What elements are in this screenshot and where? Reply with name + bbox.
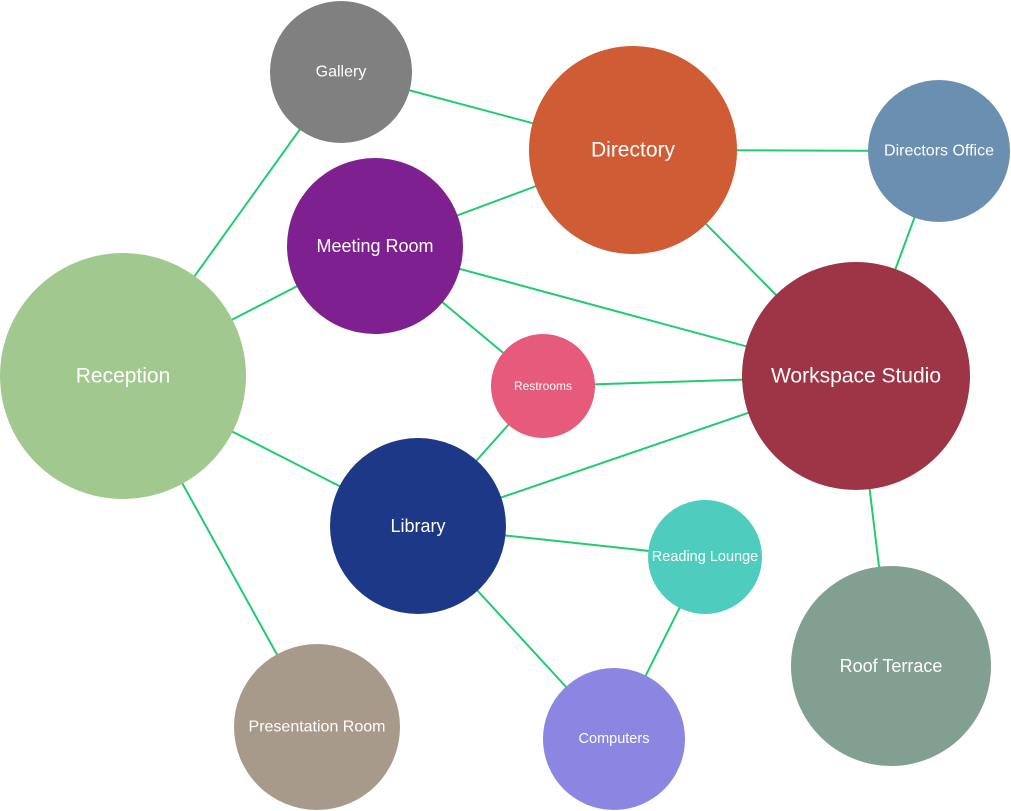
node-label: Meeting Room	[316, 236, 433, 256]
node-workspace-studio[interactable]: Workspace Studio	[742, 262, 970, 490]
node-circle[interactable]	[287, 158, 463, 334]
node-meeting-room[interactable]: Meeting Room	[287, 158, 463, 334]
node-presentation-room[interactable]: Presentation Room	[234, 644, 400, 810]
node-directors-office[interactable]: Directors Office	[868, 80, 1010, 222]
node-reading-lounge[interactable]: Reading Lounge	[648, 500, 762, 614]
node-circle[interactable]	[234, 644, 400, 810]
node-label: Directory	[591, 139, 676, 162]
node-circle[interactable]	[868, 80, 1010, 222]
node-label: Gallery	[316, 64, 367, 81]
node-label: Roof Terrace	[840, 656, 943, 676]
node-label: Restrooms	[514, 379, 572, 393]
node-label: Presentation Room	[249, 719, 386, 736]
node-circle[interactable]	[529, 46, 737, 254]
node-circle[interactable]	[491, 334, 595, 438]
node-directory[interactable]: Directory	[529, 46, 737, 254]
node-restrooms[interactable]: Restrooms	[491, 334, 595, 438]
node-circle[interactable]	[543, 668, 685, 810]
node-gallery[interactable]: Gallery	[270, 1, 412, 143]
node-library[interactable]: Library	[330, 438, 506, 614]
node-label: Computers	[579, 731, 650, 747]
node-label: Directors Office	[884, 143, 994, 160]
node-circle[interactable]	[791, 566, 991, 766]
node-circle[interactable]	[330, 438, 506, 614]
node-label: Library	[390, 516, 445, 536]
node-circle[interactable]	[270, 1, 412, 143]
node-label: Reading Lounge	[652, 549, 758, 565]
node-circle[interactable]	[648, 500, 762, 614]
node-circle[interactable]	[0, 253, 246, 499]
node-computers[interactable]: Computers	[543, 668, 685, 810]
node-label: Reception	[76, 365, 171, 388]
node-label: Workspace Studio	[771, 365, 941, 388]
node-circle[interactable]	[742, 262, 970, 490]
node-roof-terrace[interactable]: Roof Terrace	[791, 566, 991, 766]
node-reception[interactable]: Reception	[0, 253, 246, 499]
